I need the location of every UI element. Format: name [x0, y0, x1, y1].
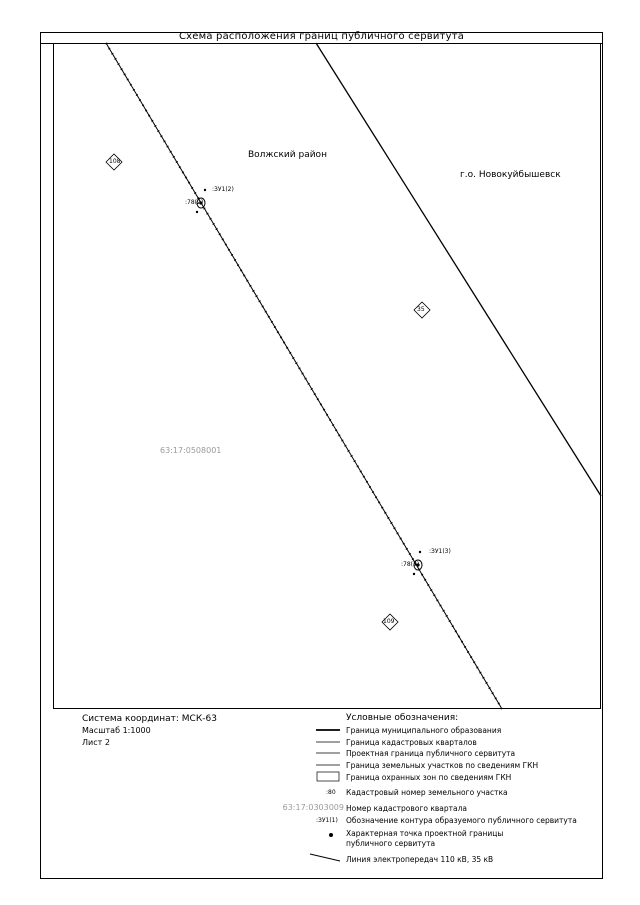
legend-item: :ЗУ1(1) Обозначение контура образуемого …: [314, 815, 604, 827]
municipal-boundary: [315, 42, 602, 497]
legend-item: Характерная точка проектной границы: [314, 828, 604, 840]
legend-item: 63:17:0303009 Номер кадастрового квартал…: [283, 803, 604, 815]
legend-symbol-parcel-number: :80: [326, 789, 336, 796]
map-title: Схема расположения границ публичного сер…: [178, 31, 465, 42]
parcel-109-marker: [381, 613, 399, 631]
servitude-top-parcel-label: :78(2): [185, 199, 204, 206]
legend-text: Проектная граница публичного сервитута: [346, 749, 516, 758]
legend-item: Граница охранных зон по сведениям ГКН: [314, 772, 604, 784]
legend-item: Граница кадастровых кварталов: [314, 737, 604, 749]
legend-text: публичного сервитута: [346, 839, 436, 848]
district-label: Волжский район: [248, 150, 327, 160]
legend-item: Граница земельных участков по сведениям …: [314, 760, 604, 772]
coordinate-system: Система координат: МСК-63: [82, 714, 217, 724]
servitude-bottom-zone-label: :ЗУ1(3): [429, 548, 451, 555]
sheet-number: Лист 2: [82, 738, 110, 747]
legend-item: Граница муниципального образования: [314, 725, 604, 737]
scale: Масштаб 1:1000: [82, 726, 151, 735]
servitude-top-zone-label: :ЗУ1(2): [212, 186, 234, 193]
parcel-108-marker: [105, 153, 123, 171]
title-rule: [40, 43, 603, 44]
legend-title: Условные обозначения:: [346, 713, 459, 723]
servitude-contour-top: [195, 188, 207, 214]
legend-text: Граница земельных участков по сведениям …: [346, 761, 539, 770]
legend-text: Характерная точка проектной границы: [346, 829, 504, 838]
legend-symbol-quarter-number: 63:17:0303009: [282, 803, 344, 812]
legend-text: Обозначение контура образуемого публично…: [346, 816, 577, 825]
legend-text: Кадастровый номер земельного участка: [346, 788, 508, 797]
legend-text: Граница кадастровых кварталов: [346, 738, 477, 747]
cadastral-quarter-label: 63:17:0508001: [160, 446, 222, 455]
legend-text: Граница муниципального образования: [346, 726, 502, 735]
legend-item: Проектная граница публичного сервитута: [314, 748, 604, 760]
parcel-109-label: 109: [383, 618, 395, 625]
legend-text: Номер кадастрового квартала: [346, 804, 467, 813]
legend-item: публичного сервитута: [314, 838, 604, 850]
legend-text: Граница охранных зон по сведениям ГКН: [346, 773, 512, 782]
legend-symbol-point: [329, 833, 333, 837]
legend-item: :80 Кадастровый номер земельного участка: [314, 787, 604, 799]
legend-text: Линия электропередач 110 кВ, 35 кВ: [346, 855, 494, 864]
parcel-108-label: 108: [109, 158, 121, 165]
parcel-35-label: 35: [417, 306, 425, 313]
servitude-bottom-parcel-label: :78(3): [401, 561, 420, 568]
power-line: [105, 42, 503, 710]
legend-symbol-zones: [316, 771, 340, 782]
city-label: г.о. Новокуйбышевск: [460, 170, 561, 180]
sheet-info: Система координат: МСК-63 Масштаб 1:1000…: [82, 713, 217, 749]
map-frame: [53, 43, 601, 709]
parcel-35-marker: [413, 301, 431, 319]
legend-symbol-contour: :ЗУ1(1): [316, 817, 338, 824]
legend-item: Линия электропередач 110 кВ, 35 кВ: [314, 854, 604, 866]
legend-symbol-power-line: [309, 853, 341, 862]
servitude-contour-bottom: [412, 550, 423, 576]
drawing-sheet: [40, 32, 603, 879]
